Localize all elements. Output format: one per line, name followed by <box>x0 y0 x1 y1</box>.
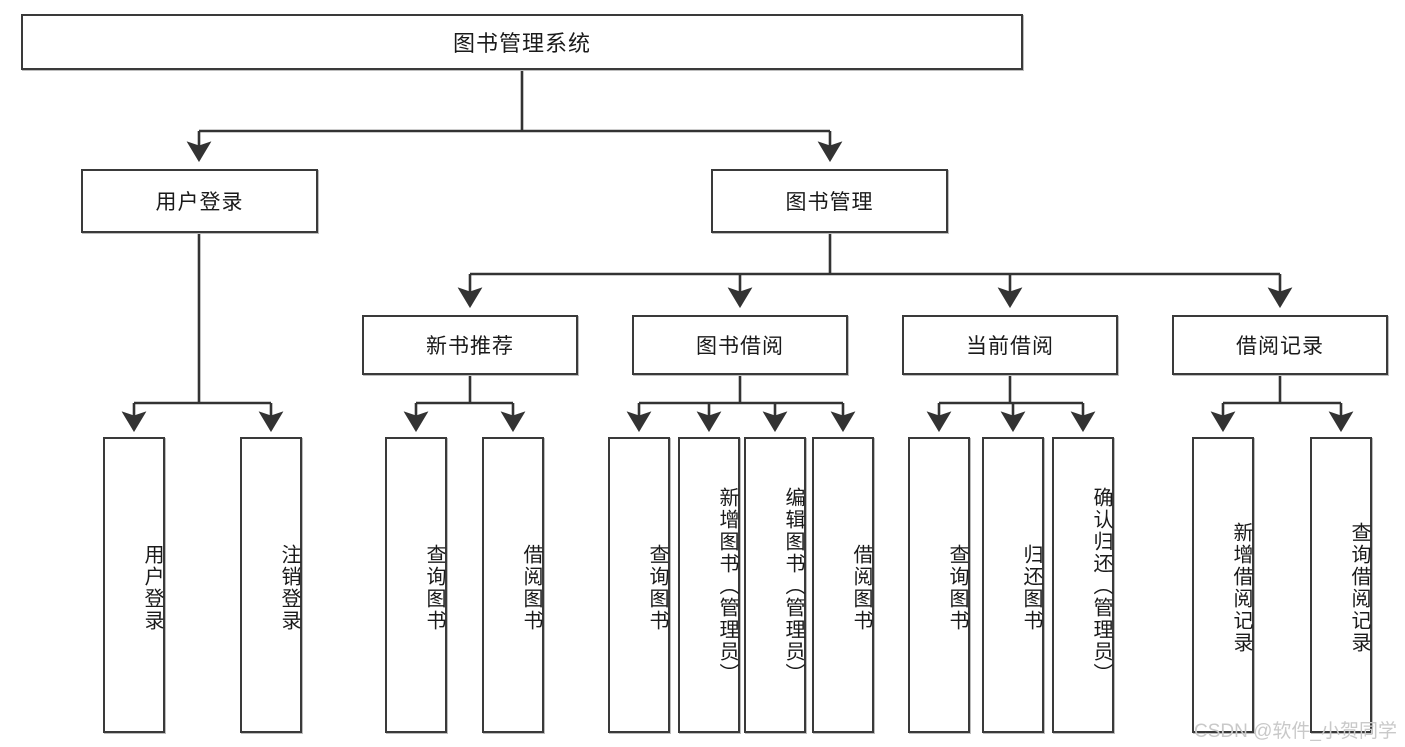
leaf-borrow-book[interactable]: 借阅图书 <box>812 437 874 733</box>
leaf-add-borrow-record[interactable]: 新增借阅记录 <box>1192 437 1254 733</box>
leaf-borrow-book-recommend[interactable]: 借阅图书 <box>482 437 544 733</box>
node-new-book-recommend[interactable]: 新书推荐 <box>362 315 578 375</box>
leaf-add-book-admin[interactable]: 新增图书（管理员） <box>678 437 740 733</box>
node-book-manage[interactable]: 图书管理 <box>711 169 948 233</box>
node-user-login[interactable]: 用户登录 <box>81 169 318 233</box>
leaf-query-borrow-record[interactable]: 查询借阅记录 <box>1310 437 1372 733</box>
node-borrow-record[interactable]: 借阅记录 <box>1172 315 1388 375</box>
node-book-borrow[interactable]: 图书借阅 <box>632 315 848 375</box>
leaf-query-book-borrow[interactable]: 查询图书 <box>608 437 670 733</box>
node-root-system[interactable]: 图书管理系统 <box>21 14 1023 70</box>
leaf-return-book[interactable]: 归还图书 <box>982 437 1044 733</box>
leaf-user-login[interactable]: 用户登录 <box>103 437 165 733</box>
leaf-query-book-recommend[interactable]: 查询图书 <box>385 437 447 733</box>
leaf-edit-book-admin[interactable]: 编辑图书（管理员） <box>744 437 806 733</box>
leaf-query-book-current[interactable]: 查询图书 <box>908 437 970 733</box>
leaf-logout-login[interactable]: 注销登录 <box>240 437 302 733</box>
node-current-borrow[interactable]: 当前借阅 <box>902 315 1118 375</box>
leaf-confirm-return-admin[interactable]: 确认归还（管理员） <box>1052 437 1114 733</box>
